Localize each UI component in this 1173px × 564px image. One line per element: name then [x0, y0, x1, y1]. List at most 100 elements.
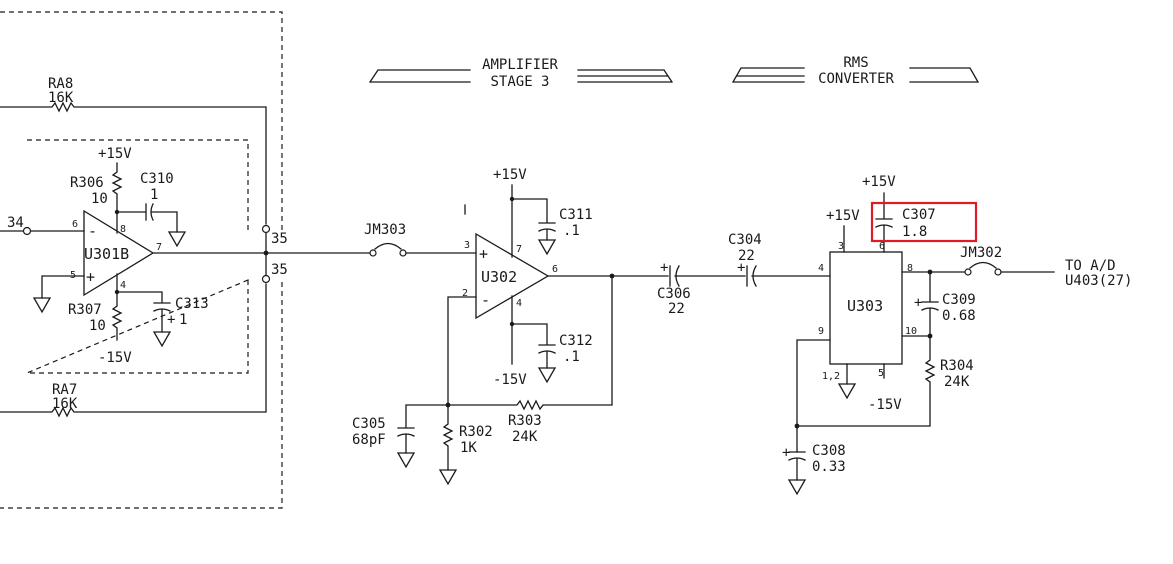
u301b-opamp	[83, 209, 155, 297]
c304-ref: C304	[728, 232, 762, 248]
r303-ref: R303	[508, 413, 542, 429]
r306-resistor	[111, 162, 123, 234]
u303-pin1-2: 1,2	[822, 371, 840, 382]
c309-value: 0.68	[942, 308, 976, 324]
c309-plus: +	[914, 295, 922, 311]
jm302-jumper	[964, 261, 1002, 276]
c310-value: 1	[150, 187, 158, 203]
r306-value: 10	[91, 191, 108, 207]
c311-ref: C311	[559, 207, 593, 223]
r302-ref: R302	[459, 424, 493, 440]
u302-pos-rail: +15V	[493, 167, 527, 183]
u302-pin7: 7	[516, 244, 522, 255]
u303-pin10: 10	[905, 326, 917, 337]
jm302-ref: JM302	[960, 245, 1002, 261]
jm303-jumper	[369, 242, 407, 257]
rms-converter-banner: RMS CONVERTER	[732, 55, 979, 87]
r302-value: 1K	[460, 440, 477, 456]
r302-resistor	[442, 404, 454, 471]
u301b-pin6: 6	[72, 219, 78, 230]
c304-capacitor	[746, 265, 831, 287]
ra8-value: 16K	[48, 90, 74, 106]
c312-ref: C312	[559, 333, 593, 349]
c309-ref: C309	[942, 292, 976, 308]
u302-pin3: 3	[464, 240, 470, 251]
u301b-minus: -	[88, 222, 97, 240]
c308-capacitor	[788, 451, 806, 481]
c307-supply-rail: +15V	[862, 174, 896, 190]
u301b-pin8: 8	[120, 224, 126, 235]
u301b-ref: U301B	[84, 245, 129, 263]
connector-35-bottom-label: 35	[271, 262, 288, 278]
u301b-plus: +	[86, 268, 95, 286]
output-destination: TO A/D	[1065, 258, 1116, 274]
c304-value: 22	[738, 248, 755, 264]
connector-35-top	[261, 224, 271, 234]
u303-pin4: 4	[818, 263, 824, 274]
u301b-neg-rail: -15V	[98, 350, 132, 366]
c306-plus: +	[660, 260, 668, 276]
c312-value: .1	[563, 349, 580, 365]
ground-symbol	[167, 231, 187, 248]
u302-minus: -	[481, 291, 490, 309]
r304-value: 24K	[944, 374, 970, 390]
c305-capacitor	[397, 404, 449, 454]
r304-ref: R304	[940, 358, 974, 374]
u302-plus: +	[479, 245, 488, 263]
c308-ref: C308	[812, 443, 846, 459]
u303-pin6: 6	[879, 241, 885, 252]
c312-capacitor	[511, 323, 556, 369]
inner-module-boundary	[26, 139, 249, 374]
u302-ref: U302	[481, 268, 517, 286]
c306-ref: C306	[657, 286, 691, 302]
ground-symbol	[438, 469, 458, 486]
c313-plus: +	[167, 312, 175, 328]
u302-pin2: 2	[462, 288, 468, 299]
ra8-resistor	[0, 101, 267, 225]
u301b-pin7: 7	[156, 242, 162, 253]
jm303-ref: JM303	[364, 222, 406, 238]
c310-capacitor	[116, 203, 178, 233]
c305-ref: C305	[352, 416, 386, 432]
rms-title: RMS	[843, 55, 868, 71]
r307-resistor	[111, 273, 123, 341]
u303-chip	[829, 251, 903, 365]
u303-neg-rail: -15V	[868, 397, 902, 413]
amplifier-stage-3-banner: AMPLIFIER STAGE 3	[369, 57, 673, 90]
r304-resistor	[796, 335, 936, 427]
ra7-resistor	[0, 283, 267, 418]
ground-symbol	[152, 331, 172, 348]
r303-value: 24K	[512, 429, 538, 445]
ground-symbol	[396, 452, 416, 469]
c313-capacitor	[116, 291, 171, 333]
ground-symbol	[787, 479, 807, 496]
c306-value: 22	[668, 301, 685, 317]
input-node-34	[22, 226, 32, 236]
u303-pin3: 3	[838, 241, 844, 252]
connector-35-top-label: 35	[271, 231, 288, 247]
u303-pin9: 9	[818, 326, 824, 337]
ground-symbol	[537, 367, 557, 384]
u301b-pin4: 4	[120, 280, 126, 291]
output-reference: U403(27)	[1065, 273, 1132, 289]
amplifier-title: AMPLIFIER	[482, 57, 558, 73]
u303-ref: U303	[847, 297, 883, 315]
ra8-ref: RA8	[48, 76, 73, 92]
c304-plus: +	[737, 260, 745, 276]
c305-value: 68pF	[352, 432, 386, 448]
outer-module-boundary	[0, 11, 283, 509]
c307-highlight-box	[870, 201, 978, 243]
u302-neg-rail: -15V	[493, 372, 527, 388]
c307-value: 1.8	[902, 224, 927, 240]
r306-ref: R306	[70, 175, 104, 191]
c307-ref: C307	[902, 207, 936, 223]
c309-capacitor	[921, 271, 939, 337]
connector-35-bottom	[261, 274, 271, 284]
ground-symbol	[537, 239, 557, 256]
r307-value: 10	[89, 318, 106, 334]
input-node-label: 34	[7, 215, 24, 231]
ra7-ref: RA7	[52, 382, 77, 398]
r307-ref: R307	[68, 302, 102, 318]
u302-pin4: 4	[516, 298, 522, 309]
c310-ref: C310	[140, 171, 174, 187]
